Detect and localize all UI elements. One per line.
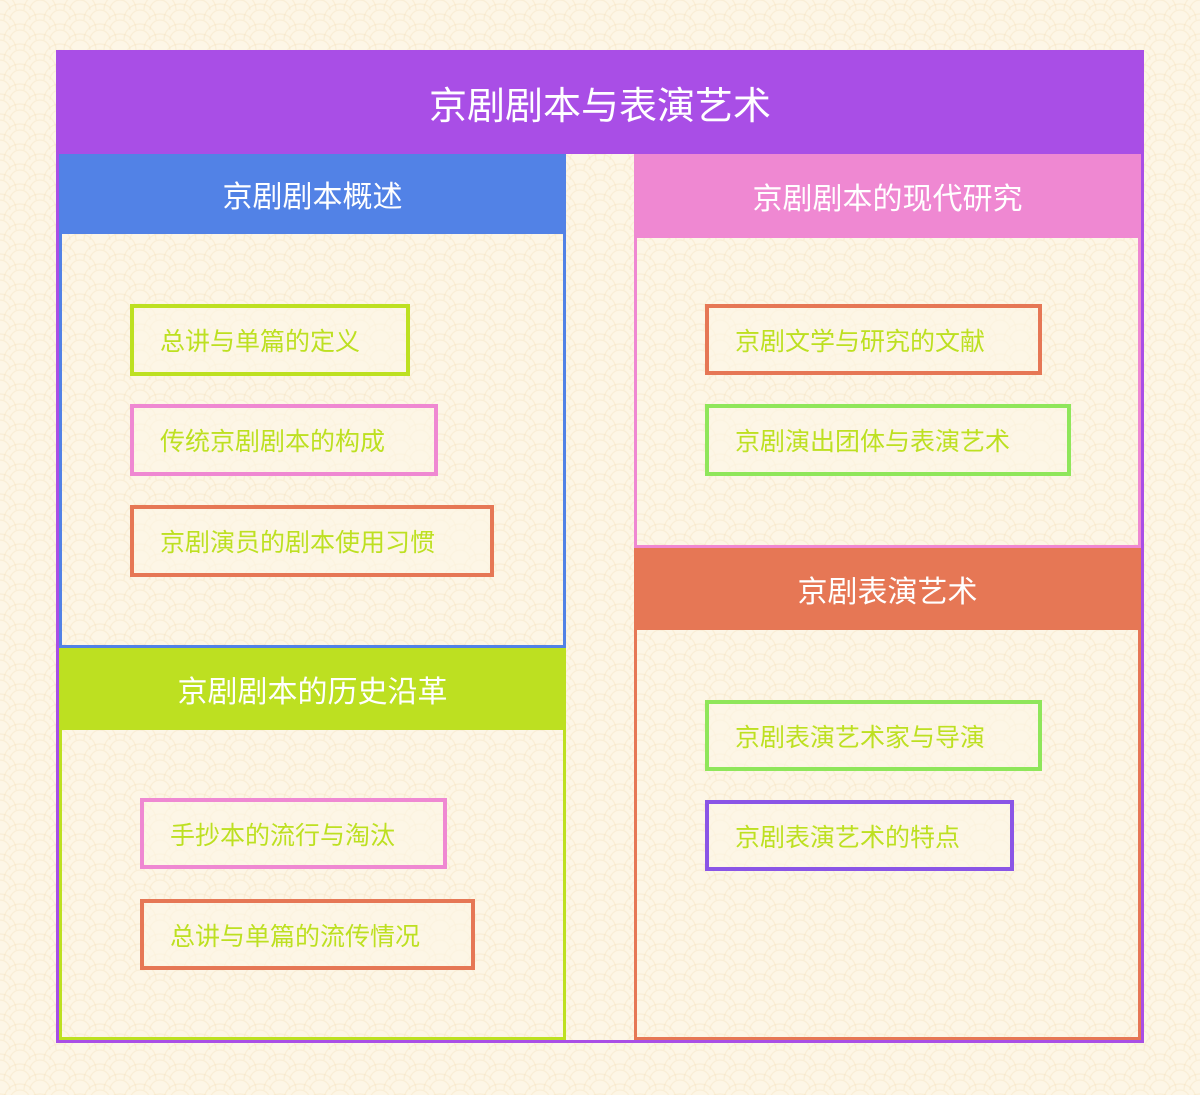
item-history-1: 手抄本的流行与淘汰 [140,798,447,869]
item-performance-2: 京剧表演艺术的特点 [705,800,1014,871]
item-overview-3: 京剧演员的剧本使用习惯 [130,505,494,577]
panel-performance: 京剧表演艺术 [634,548,1141,1040]
panel-performance-title: 京剧表演艺术 [634,548,1141,630]
item-performance-1: 京剧表演艺术家与导演 [705,700,1042,771]
item-history-2: 总讲与单篇的流传情况 [140,899,475,970]
panel-modern: 京剧剧本的现代研究 [634,154,1141,548]
item-modern-1: 京剧文学与研究的文献 [705,304,1042,375]
item-modern-2: 京剧演出团体与表演艺术 [705,404,1071,476]
panel-overview: 京剧剧本概述 [59,154,566,648]
diagram-title: 京剧剧本与表演艺术 [56,50,1144,154]
item-overview-1: 总讲与单篇的定义 [130,304,410,376]
panel-overview-title: 京剧剧本概述 [59,154,566,234]
panel-history: 京剧剧本的历史沿革 [59,648,566,1040]
panel-history-title: 京剧剧本的历史沿革 [59,648,566,730]
panel-modern-title: 京剧剧本的现代研究 [634,154,1141,238]
item-overview-2: 传统京剧剧本的构成 [130,404,438,476]
